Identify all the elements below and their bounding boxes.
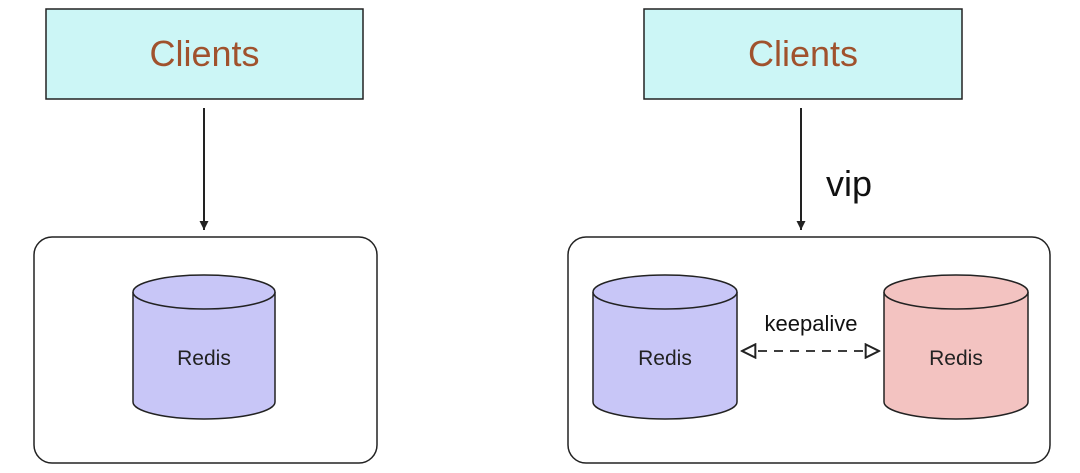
master-redis-label: Redis (638, 347, 692, 370)
left-clients-label: Clients (149, 33, 259, 74)
vip-label: vip (826, 163, 872, 204)
master-redis-cylinder: Redis (592, 274, 738, 420)
right-clients-label: Clients (748, 33, 858, 74)
left-clients-box (45, 8, 364, 100)
keepalive-label: keepalive (765, 311, 858, 336)
left-redis-cylinder: Redis (132, 274, 276, 420)
backup-redis-label: Redis (929, 347, 983, 370)
left-diagram: Clients Redis (33, 8, 378, 464)
right-diagram: Clients vip Redis Redis keepalive (567, 8, 1051, 464)
backup-redis-cylinder: Redis (883, 274, 1029, 420)
left-redis-label: Redis (177, 347, 231, 370)
right-clients-box (643, 8, 963, 100)
